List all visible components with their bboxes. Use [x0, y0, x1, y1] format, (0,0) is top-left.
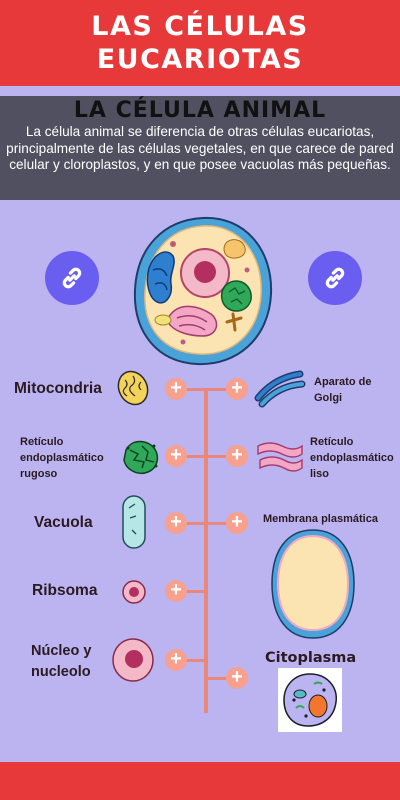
plus-button-membrana[interactable]: + — [226, 512, 248, 534]
label-golgi: Aparato de Golgi — [314, 374, 371, 406]
connector-2 — [186, 455, 226, 458]
label-ribosoma: Ribsoma — [32, 582, 98, 599]
plus-button-golgi[interactable]: + — [226, 378, 248, 400]
label-line: Golgi — [314, 392, 343, 404]
link-icon — [325, 267, 345, 289]
timeline-line — [204, 388, 208, 713]
label-reticulo-liso: Retículo endoplasmático liso — [310, 434, 394, 482]
plus-button-citoplasma[interactable]: + — [226, 667, 248, 689]
label-line: nucleolo — [31, 664, 91, 680]
connector-1 — [186, 388, 226, 391]
label-mitocondria: Mitocondria — [14, 380, 102, 397]
plus-button-mitocondria[interactable]: + — [165, 378, 187, 400]
label-citoplasma: Citoplasma — [265, 650, 357, 666]
intro-text: La célula animal se diferencia de otras … — [6, 124, 394, 172]
plus-button-reticulo-liso[interactable]: + — [226, 445, 248, 467]
link-button-left[interactable] — [45, 251, 99, 305]
mitochondria-icon — [117, 370, 149, 406]
nucleus-icon — [112, 638, 154, 682]
connector-3 — [186, 522, 226, 525]
label-line: Núcleo y — [31, 643, 92, 659]
intro-section: LA CÉLULA ANIMAL La célula animal se dif… — [0, 96, 400, 200]
plus-button-ribosoma[interactable]: + — [165, 580, 187, 602]
label-nucleo: Núcleo y nucleolo — [31, 641, 91, 683]
connector-5 — [186, 659, 206, 662]
cell-illustration — [133, 216, 273, 366]
golgi-icon — [254, 370, 306, 408]
plus-button-vacuola[interactable]: + — [165, 512, 187, 534]
label-line: Retículo — [20, 436, 64, 448]
smooth-er-icon — [257, 442, 303, 472]
connector-6 — [206, 677, 226, 680]
label-line: endoplasmático — [310, 452, 394, 464]
title-line-1: LAS CÉLULAS — [91, 11, 309, 42]
plus-button-nucleo[interactable]: + — [165, 649, 187, 671]
label-line: endoplasmático — [20, 452, 104, 464]
plasma-membrane-icon — [271, 529, 355, 639]
ribosome-icon — [122, 580, 146, 604]
footer-banner — [0, 762, 400, 800]
cytoplasm-icon — [278, 668, 342, 732]
section-heading: LA CÉLULA ANIMAL — [73, 98, 327, 123]
label-line: rugoso — [20, 468, 58, 480]
label-reticulo-rugoso: Retículo endoplasmático rugoso — [20, 434, 104, 482]
label-line: Aparato de — [314, 376, 372, 388]
label-line: Retículo — [310, 436, 354, 448]
label-vacuola: Vacuola — [34, 514, 93, 531]
connector-4 — [186, 590, 206, 593]
link-button-right[interactable] — [308, 251, 362, 305]
label-membrana: Membrana plasmática — [263, 513, 378, 525]
rough-er-icon — [123, 440, 159, 474]
link-icon — [62, 267, 82, 289]
label-line: liso — [310, 468, 329, 480]
plus-button-reticulo-rugoso[interactable]: + — [165, 445, 187, 467]
vacuole-icon — [122, 495, 146, 549]
title-line-2: EUCARIOTAS — [96, 44, 304, 75]
